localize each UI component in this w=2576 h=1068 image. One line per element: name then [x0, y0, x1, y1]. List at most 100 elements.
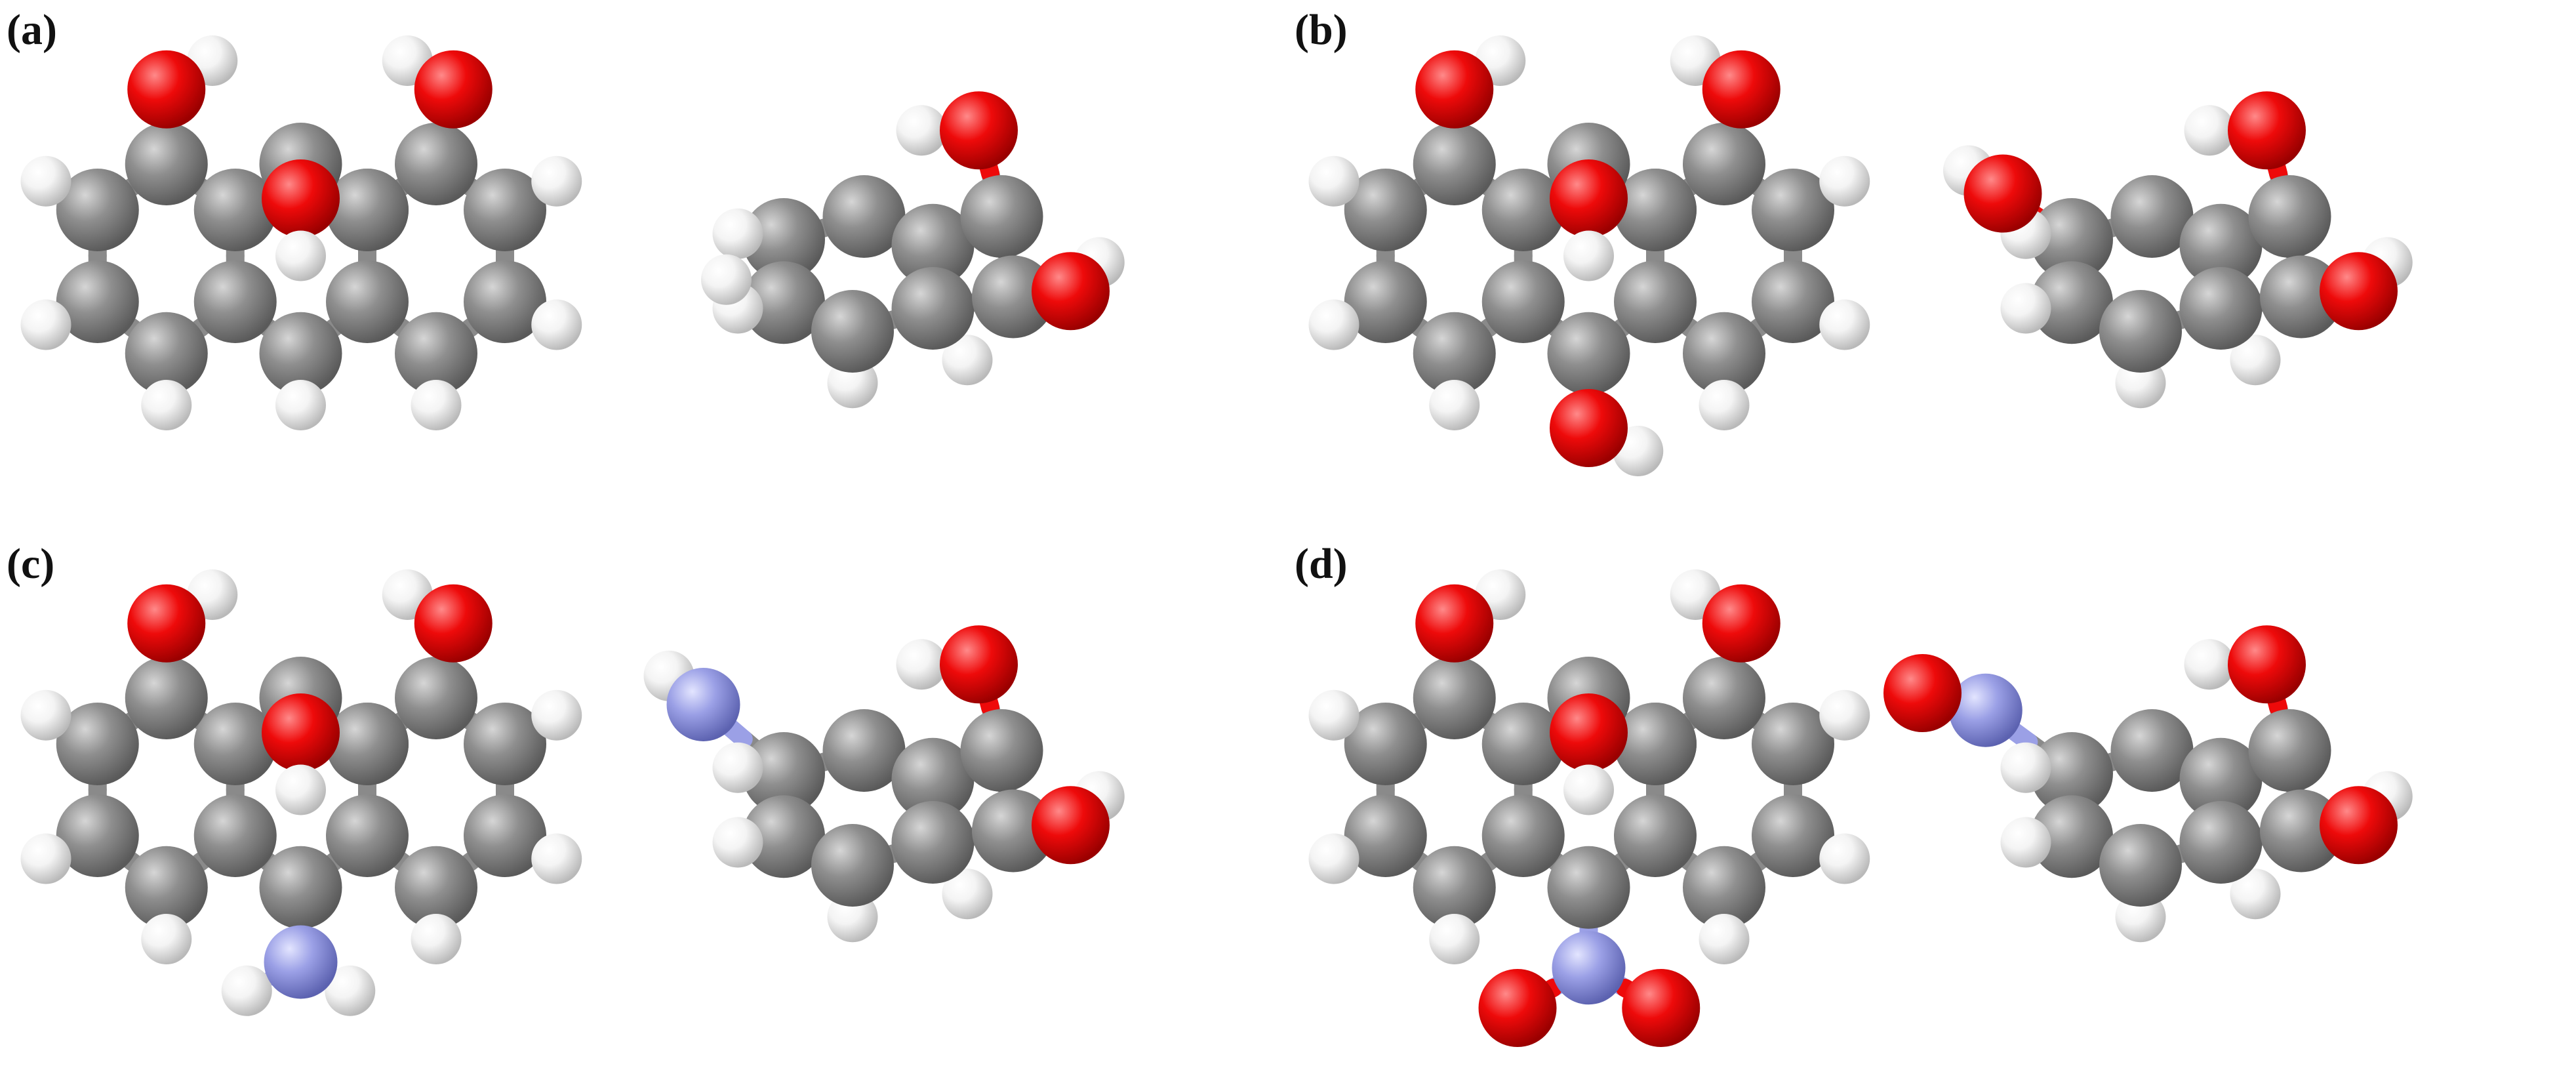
carbon-atom [395, 123, 477, 205]
panel-label-b: (b) [1295, 6, 1348, 54]
oxygen-atom [1622, 969, 1701, 1047]
molecule-group [20, 569, 582, 1016]
oxygen-atom [940, 91, 1018, 170]
carbon-atom [1481, 260, 1565, 343]
hydrogen-atom [1699, 380, 1750, 430]
carbon-atom [742, 795, 825, 878]
hydrogen-atom [942, 335, 993, 386]
hydrogen-atom [275, 380, 326, 430]
molecule-side-view [1883, 625, 2413, 943]
oxygen-atom [127, 584, 206, 663]
nitrogen-atom [666, 668, 740, 741]
carbon-atom [822, 175, 906, 258]
carbon-atom [2248, 709, 2331, 792]
carbon-atom [326, 260, 409, 343]
hydrogen-atom [325, 965, 376, 1016]
hydrogen-atom [20, 689, 71, 741]
carbon-atom [1683, 657, 1765, 739]
carbon-atom [1683, 846, 1765, 929]
hydrogen-atom [20, 299, 71, 350]
carbon-atom [1413, 657, 1496, 739]
hydrogen-atom [141, 914, 192, 964]
carbon-atom [2179, 801, 2263, 884]
carbon-atom [891, 737, 975, 821]
carbon-atom [2260, 255, 2343, 339]
carbon-atom [125, 312, 208, 395]
carbon-atom [972, 789, 1055, 873]
oxygen-atom [940, 625, 1018, 704]
oxygen-atom [1032, 786, 1110, 865]
carbon-atom [742, 261, 825, 344]
carbon-atom [1413, 846, 1496, 929]
carbon-atom [56, 169, 139, 251]
carbon-atom [395, 312, 477, 395]
carbon-atom [1614, 169, 1697, 251]
hydrogen-atom [1819, 155, 1870, 207]
carbon-atom [193, 169, 277, 251]
hydrogen-atom [531, 299, 582, 350]
hydrogen-atom [712, 742, 763, 793]
carbon-atom [811, 824, 894, 907]
carbon-atom [56, 794, 139, 877]
carbon-atom [1413, 123, 1496, 205]
carbon-atom [1614, 794, 1697, 877]
molecule-group [20, 35, 582, 430]
carbon-atom [1481, 169, 1565, 251]
molecule-side-view [701, 91, 1125, 409]
carbon-atom [2179, 203, 2263, 287]
carbon-atom [464, 169, 546, 251]
hydrogen-atom [411, 914, 462, 964]
oxygen-atom [1963, 154, 2042, 233]
carbon-atom [1344, 260, 1427, 343]
panel-b: (b) [1288, 0, 2576, 534]
panel-label-a: (a) [7, 6, 57, 54]
panel-d: (d) [1288, 534, 2576, 1068]
hydrogen-atom [712, 208, 763, 259]
hydrogen-atom [411, 380, 462, 430]
carbon-atom [2110, 175, 2194, 258]
hydrogen-atom [531, 155, 582, 207]
carbon-atom [125, 846, 208, 929]
hydrogen-atom [221, 965, 272, 1016]
hydrogen-atom [20, 155, 71, 207]
carbon-atom [2030, 198, 2113, 281]
carbon-atom [2179, 267, 2263, 350]
hydrogen-atom [1563, 764, 1614, 815]
carbon-atom [1413, 312, 1496, 395]
panel-label-c: (c) [7, 540, 55, 588]
oxygen-atom [1415, 50, 1494, 129]
molecule-side-view [1943, 91, 2413, 409]
carbon-atom [891, 801, 975, 884]
carbon-atom [1344, 169, 1427, 251]
hydrogen-atom [531, 833, 582, 884]
carbon-atom [1752, 169, 1834, 251]
hydrogen-atom [2000, 283, 2051, 334]
molecule-group [1308, 35, 1870, 476]
oxygen-atom [1702, 50, 1781, 129]
oxygen-atom [1550, 159, 1628, 237]
panel-a: (a) [0, 0, 1288, 534]
carbon-atom [2099, 290, 2182, 373]
carbon-atom [193, 703, 277, 785]
carbon-atom [464, 794, 546, 877]
carbon-atom [395, 657, 477, 739]
hydrogen-atom [896, 105, 947, 156]
nitrogen-atom [1552, 931, 1626, 1005]
oxygen-atom [127, 50, 206, 129]
carbon-atom [2248, 175, 2331, 258]
hydrogen-atom [141, 380, 192, 430]
carbon-atom [56, 260, 139, 343]
carbon-atom [193, 260, 277, 343]
oxygen-atom [1550, 693, 1628, 771]
carbon-atom [2030, 732, 2113, 815]
oxygen-atom [414, 50, 493, 129]
carbon-atom [891, 267, 975, 350]
panel-c: (c) [0, 534, 1288, 1068]
carbon-atom [742, 732, 825, 815]
hydrogen-atom [712, 817, 763, 868]
hydrogen-atom [1819, 833, 1870, 884]
hydrogen-atom [2184, 105, 2235, 156]
hydrogen-atom [1819, 299, 1870, 350]
oxygen-atom [1550, 389, 1628, 467]
carbon-atom [822, 709, 906, 792]
